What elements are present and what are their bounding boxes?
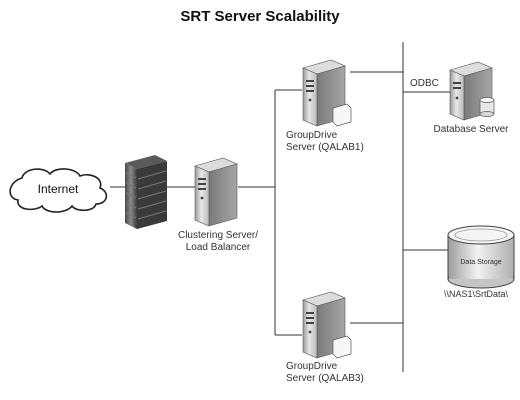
load-balancer-label-line2: Load Balancer bbox=[185, 242, 251, 253]
groupdrive3-label: GroupDrive Server (QALAB3) bbox=[286, 361, 364, 385]
database-cylinder-icon bbox=[479, 97, 495, 117]
firewall-icon bbox=[125, 155, 167, 229]
odbc-label: ODBC bbox=[410, 78, 439, 89]
diagram-title: SRT Server Scalability bbox=[180, 8, 340, 25]
internet-label: Internet bbox=[37, 182, 79, 196]
groupdrive1-label-line2: Server (QALAB1) bbox=[286, 142, 364, 153]
server-tower-icon-qalab1 bbox=[302, 59, 352, 127]
groupdrive1-label-line1: GroupDrive bbox=[286, 130, 338, 141]
groupdrive3-label-line2: Server (QALAB3) bbox=[286, 373, 364, 384]
database-server-label: Database Server bbox=[433, 124, 509, 135]
storage-path-label: \\NAS1\SrtData\ bbox=[443, 289, 509, 299]
database-server-icon bbox=[449, 61, 495, 121]
connections bbox=[110, 42, 450, 372]
document-icon bbox=[332, 103, 352, 127]
data-storage-label: Data Storage bbox=[460, 259, 502, 266]
storage-cylinder-icon bbox=[447, 225, 515, 289]
server-tower-icon-loadbalancer bbox=[194, 157, 238, 227]
load-balancer-label: Clustering Server/ Load Balancer bbox=[168, 230, 268, 254]
groupdrive3-label-line1: GroupDrive bbox=[286, 361, 338, 372]
groupdrive1-label: GroupDrive Server (QALAB1) bbox=[286, 130, 364, 154]
cloud-icon bbox=[9, 168, 108, 213]
server-tower-icon-qalab3 bbox=[302, 291, 352, 359]
load-balancer-label-line1: Clustering Server/ bbox=[177, 230, 259, 241]
document-icon bbox=[332, 335, 352, 359]
